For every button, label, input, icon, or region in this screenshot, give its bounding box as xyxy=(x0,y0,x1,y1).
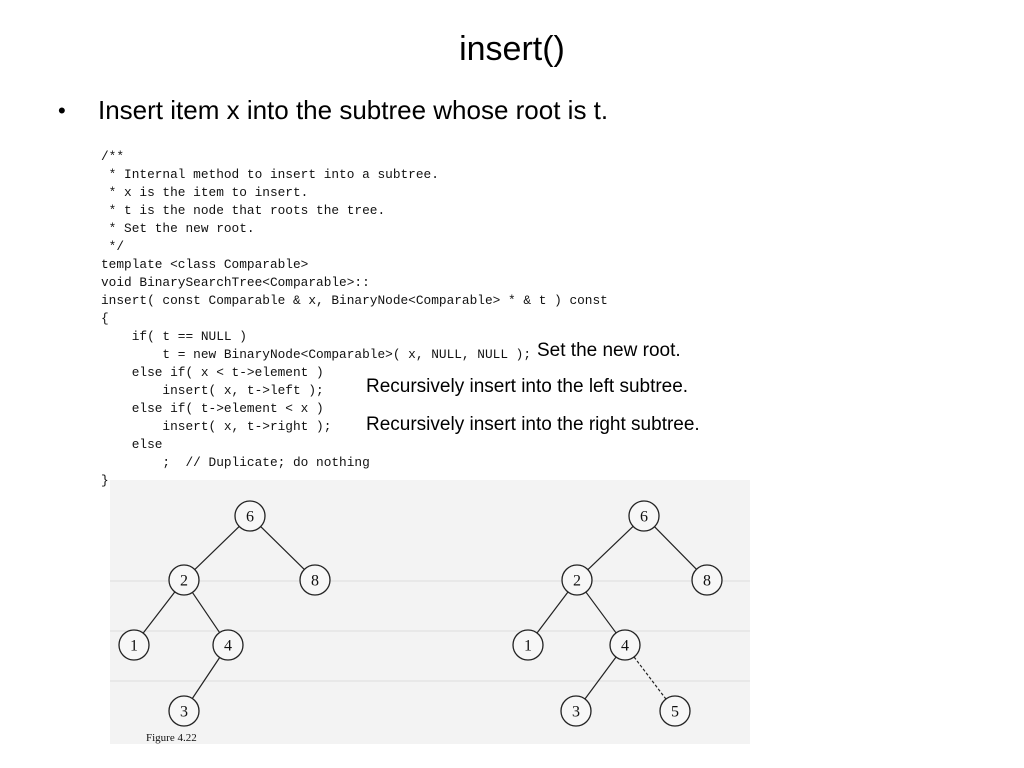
code-line: insert( x, t->left ); xyxy=(101,383,324,398)
tree-edge xyxy=(194,526,240,570)
scan-artifact xyxy=(110,630,750,632)
code-line: if( t == NULL ) xyxy=(101,329,247,344)
tree-node: 1 xyxy=(512,629,544,661)
tree-node: 8 xyxy=(299,564,331,596)
bullet-glyph: • xyxy=(58,97,66,123)
tree-node-circle xyxy=(628,500,660,532)
tree-node-label: 6 xyxy=(246,509,254,526)
tree-node-label: 5 xyxy=(671,704,679,721)
tree-edge xyxy=(633,656,667,700)
tree-node-label: 8 xyxy=(311,573,319,590)
tree-node: 4 xyxy=(609,629,641,661)
code-line: else xyxy=(101,437,163,452)
tree-node-label: 1 xyxy=(524,638,532,655)
bullet-text: Insert item x into the subtree whose roo… xyxy=(98,95,609,125)
tree-node-label: 2 xyxy=(180,573,188,590)
tree-node: 8 xyxy=(691,564,723,596)
code-line: * t is the node that roots the tree. xyxy=(101,203,386,218)
annotation-left-subtree: Recursively insert into the left subtree… xyxy=(366,376,689,397)
code-line: * Set the new root. xyxy=(101,221,255,236)
annotation-set-root: Set the new root. xyxy=(537,340,681,361)
code-line: */ xyxy=(101,239,125,254)
tree-node: 6 xyxy=(628,500,660,532)
code-line: } xyxy=(101,473,109,488)
tree-node-label: 2 xyxy=(573,573,581,590)
code-line: * x is the item to insert. xyxy=(101,185,309,200)
tree-node-label: 3 xyxy=(180,704,188,721)
tree-node-label: 6 xyxy=(640,509,648,526)
tree-node-label: 4 xyxy=(621,638,629,655)
tree-edge xyxy=(587,525,634,571)
annotation-right-subtree: Recursively insert into the right subtre… xyxy=(366,414,700,435)
tree-edge xyxy=(191,657,221,699)
tree-node-label: 1 xyxy=(130,638,138,655)
code-block: /** * Internal method to insert into a s… xyxy=(101,148,608,490)
tree-edge xyxy=(260,526,305,570)
tree-node-circle xyxy=(212,629,244,661)
scan-artifact xyxy=(110,680,750,682)
tree-node: 3 xyxy=(168,695,200,727)
tree-node: 6 xyxy=(234,500,266,532)
code-line: t = new BinaryNode<Comparable>( x, NULL,… xyxy=(101,347,532,362)
tree-node-circle xyxy=(168,695,200,727)
tree-node: 5 xyxy=(659,695,691,727)
code-line: /** xyxy=(101,149,125,164)
tree-node: 3 xyxy=(560,695,592,727)
tree-node-circle xyxy=(659,695,691,727)
figure-caption: Figure 4.22 xyxy=(146,732,197,744)
tree-node-circle xyxy=(609,629,641,661)
tree-node-circle xyxy=(561,564,593,596)
tree-edge xyxy=(142,591,176,634)
tree-node-circle xyxy=(118,629,150,661)
tree-node: 1 xyxy=(118,629,150,661)
tree-node-label: 4 xyxy=(224,638,232,655)
tree-node-circle xyxy=(168,564,200,596)
tree-edge xyxy=(536,591,569,634)
tree-node-circle xyxy=(234,500,266,532)
slide-title: insert() xyxy=(459,30,565,68)
code-line: void BinarySearchTree<Comparable>:: xyxy=(101,275,370,290)
tree-edge xyxy=(654,526,697,570)
tree-edge xyxy=(585,591,617,634)
tree-node-label: 3 xyxy=(572,704,580,721)
tree-node-circle xyxy=(691,564,723,596)
code-line: else if( t->element < x ) xyxy=(101,401,324,416)
scan-artifact xyxy=(110,580,750,582)
tree-node-circle xyxy=(560,695,592,727)
code-line: ; // Duplicate; do nothing xyxy=(101,455,370,470)
tree-node: 2 xyxy=(561,564,593,596)
code-line: else if( x < t->element ) xyxy=(101,365,324,380)
code-line: insert( x, t->right ); xyxy=(101,419,332,434)
bullet-point: • Insert item x into the subtree whose r… xyxy=(58,95,608,126)
tree-node-circle xyxy=(299,564,331,596)
tree-node: 4 xyxy=(212,629,244,661)
tree-node-label: 8 xyxy=(703,573,711,590)
tree-node-circle xyxy=(512,629,544,661)
code-line: insert( const Comparable & x, BinaryNode… xyxy=(101,293,608,308)
tree-node: 2 xyxy=(168,564,200,596)
code-line: template <class Comparable> xyxy=(101,257,309,272)
tree-edge xyxy=(191,592,221,633)
code-line: { xyxy=(101,311,109,326)
code-line: * Internal method to insert into a subtr… xyxy=(101,167,439,182)
tree-edge xyxy=(584,656,617,700)
